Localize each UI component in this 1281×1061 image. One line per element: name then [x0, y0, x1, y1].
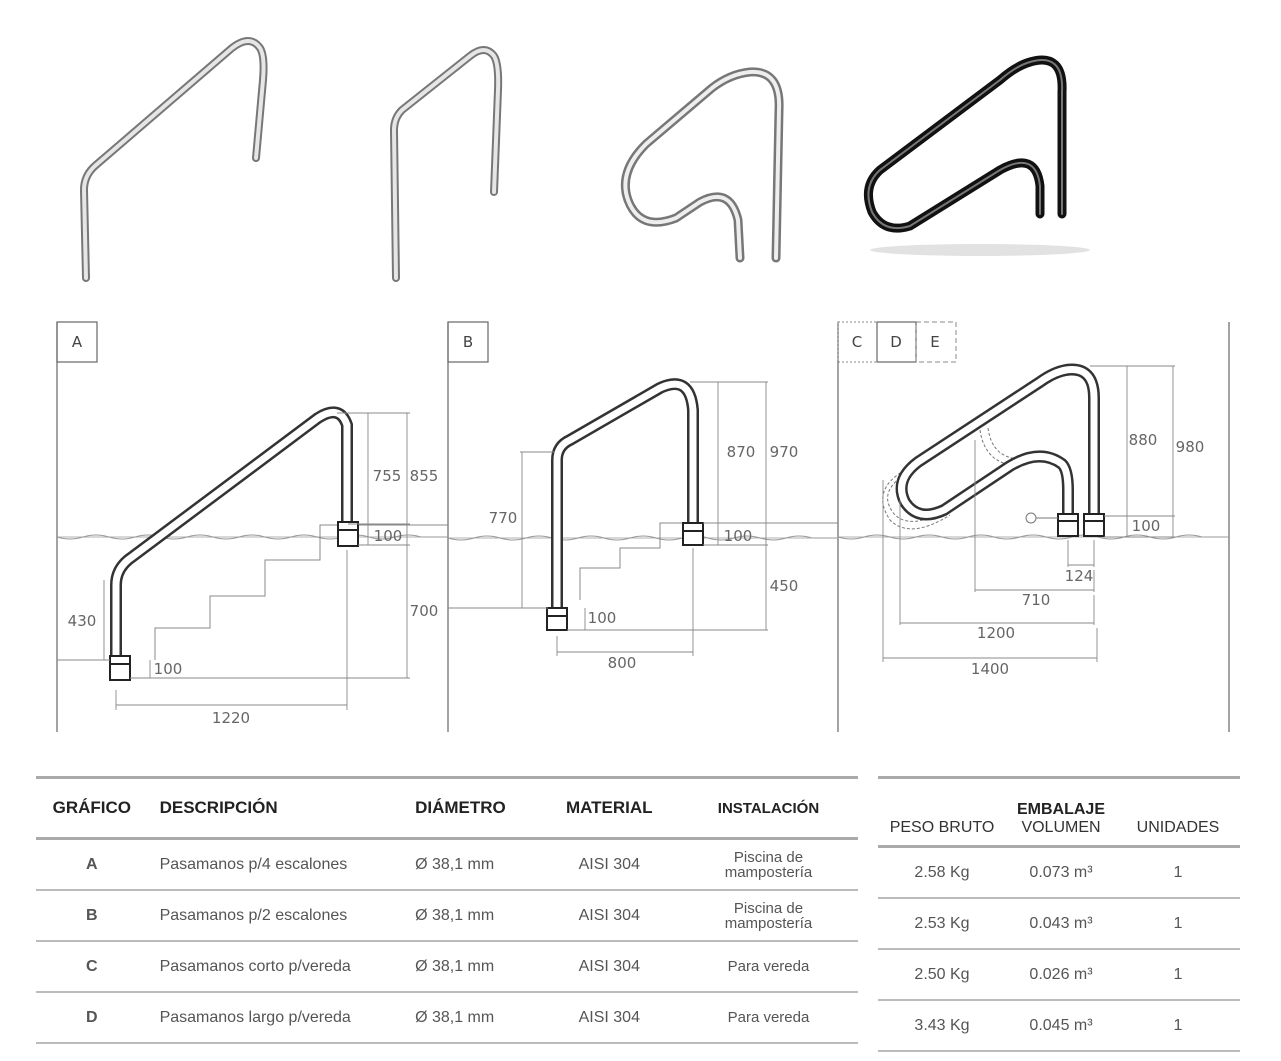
row-diametro: Ø 38,1 mm — [398, 838, 540, 891]
header-peso-bruto: PESO BRUTO — [889, 819, 995, 836]
row-volumen: 0.026 m³ — [1006, 949, 1116, 1001]
panel-e-label: E — [930, 333, 939, 351]
dim-a-855: 855 — [410, 467, 439, 485]
header-embalaje: EMBALAJE — [1016, 801, 1105, 818]
dim-a-100-top: 100 — [374, 527, 403, 545]
dim-cde-100: 100 — [1132, 517, 1161, 535]
row-unidades: 1 — [1116, 949, 1240, 1001]
dim-b-970: 970 — [770, 443, 799, 461]
spec-table-header: GRÁFICO DESCRIPCIÓN DIÁMETRO MATERIAL IN… — [36, 777, 858, 839]
row-unidades: 1 — [1116, 898, 1240, 950]
row-peso: 2.53 Kg — [878, 898, 1006, 950]
panel-e-box — [915, 321, 957, 363]
table-row: 2.53 Kg 0.043 m³ 1 — [878, 898, 1240, 950]
table-row: D Pasamanos largo p/vereda Ø 38,1 mm AIS… — [36, 992, 858, 1044]
header-volumen: VOLUMEN — [1021, 819, 1101, 836]
row-instalacion: Para vereda — [678, 941, 858, 993]
row-descripcion: Pasamanos p/4 escalones — [147, 838, 399, 891]
table-row: 3.43 Kg 0.045 m³ 1 — [878, 1000, 1240, 1052]
row-unidades: 1 — [1116, 1000, 1240, 1052]
header-diametro: DIÁMETRO — [415, 798, 506, 817]
dim-cde-880: 880 — [1129, 431, 1158, 449]
row-descripcion: Pasamanos largo p/vereda — [147, 992, 399, 1044]
dim-a-100-bottom: 100 — [154, 660, 183, 678]
row-material: AISI 304 — [539, 838, 679, 891]
spec-table: GRÁFICO DESCRIPCIÓN DIÁMETRO MATERIAL IN… — [36, 776, 858, 1044]
drawing-panel-a: A 755 855 100 — [56, 321, 448, 727]
row-volumen: 0.045 m³ — [1006, 1000, 1116, 1052]
row-unidades: 1 — [1116, 846, 1240, 899]
product-photos — [79, 37, 1090, 282]
dim-b-770: 770 — [489, 509, 518, 527]
dim-cde-710: 710 — [1022, 591, 1051, 609]
dim-a-430: 430 — [68, 612, 97, 630]
drawing-panel-b: B 870 970 770 100 450 1 — [447, 321, 838, 672]
row-descripcion: Pasamanos corto p/vereda — [147, 941, 399, 993]
dim-cde-124: 124 — [1065, 567, 1094, 585]
table-row: 2.58 Kg 0.073 m³ 1 — [878, 846, 1240, 899]
row-diametro: Ø 38,1 mm — [398, 992, 540, 1044]
panel-a-label: A — [72, 333, 83, 351]
dim-cde-980: 980 — [1176, 438, 1205, 456]
dim-a-1220: 1220 — [212, 709, 250, 727]
table-row: C Pasamanos corto p/vereda Ø 38,1 mm AIS… — [36, 941, 858, 993]
panel-b-label: B — [463, 333, 473, 351]
dim-cde-1200: 1200 — [977, 624, 1015, 642]
table-row: A Pasamanos p/4 escalones Ø 38,1 mm AISI… — [36, 838, 858, 891]
row-peso: 2.58 Kg — [878, 846, 1006, 899]
dim-b-870: 870 — [727, 443, 756, 461]
row-instalacion-line2: mampostería — [724, 914, 813, 932]
dim-b-100-bottom: 100 — [588, 609, 617, 627]
panel-b-box — [447, 321, 489, 363]
dim-a-755: 755 — [373, 467, 402, 485]
row-material: AISI 304 — [539, 992, 679, 1044]
row-material: AISI 304 — [539, 890, 679, 942]
handrail-photo-a — [79, 37, 268, 282]
row-diametro: Ø 38,1 mm — [398, 941, 540, 993]
dim-b-800: 800 — [608, 654, 637, 672]
row-grafico: C — [36, 941, 148, 993]
row-grafico: B — [36, 890, 148, 942]
row-peso: 3.43 Kg — [878, 1000, 1006, 1052]
dim-b-100-top: 100 — [724, 527, 753, 545]
header-material: MATERIAL — [566, 798, 653, 817]
header-descripcion: DESCRIPCIÓN — [159, 798, 278, 817]
handrail-photo-c — [620, 67, 784, 263]
panel-d-label: D — [890, 333, 902, 351]
row-grafico: D — [36, 992, 148, 1044]
row-instalacion-line2: mampostería — [724, 863, 813, 881]
technical-drawings: A 755 855 100 — [56, 321, 1230, 732]
table-row: B Pasamanos p/2 escalones Ø 38,1 mm AISI… — [36, 890, 858, 942]
dim-a-700: 700 — [410, 602, 439, 620]
row-volumen: 0.043 m³ — [1006, 898, 1116, 950]
panel-a-box — [56, 321, 98, 363]
header-unidades: UNIDADES — [1136, 819, 1220, 836]
header-instalacion: INSTALACIÓN — [717, 799, 820, 817]
dim-cde-1400: 1400 — [971, 660, 1009, 678]
row-grafico: A — [36, 838, 148, 891]
row-instalacion-line1: Piscina de — [733, 848, 804, 866]
row-diametro: Ø 38,1 mm — [398, 890, 540, 942]
row-volumen: 0.073 m³ — [1006, 846, 1116, 899]
drawing-panel-cde: C D E — [837, 321, 1229, 678]
panel-c-label: C — [852, 333, 862, 351]
dim-b-450: 450 — [770, 577, 799, 595]
row-instalacion-line1: Piscina de — [733, 899, 804, 917]
panel-c-box — [837, 321, 878, 363]
row-material: AISI 304 — [539, 941, 679, 993]
row-instalacion: Para vereda — [678, 992, 858, 1044]
handrail-photo-d — [863, 55, 1090, 256]
header-grafico: GRÁFICO — [52, 798, 131, 817]
row-descripcion: Pasamanos p/2 escalones — [147, 890, 399, 942]
row-peso: 2.50 Kg — [878, 949, 1006, 1001]
table-row: 2.50 Kg 0.026 m³ 1 — [878, 949, 1240, 1001]
handrail-photo-b — [389, 46, 503, 282]
